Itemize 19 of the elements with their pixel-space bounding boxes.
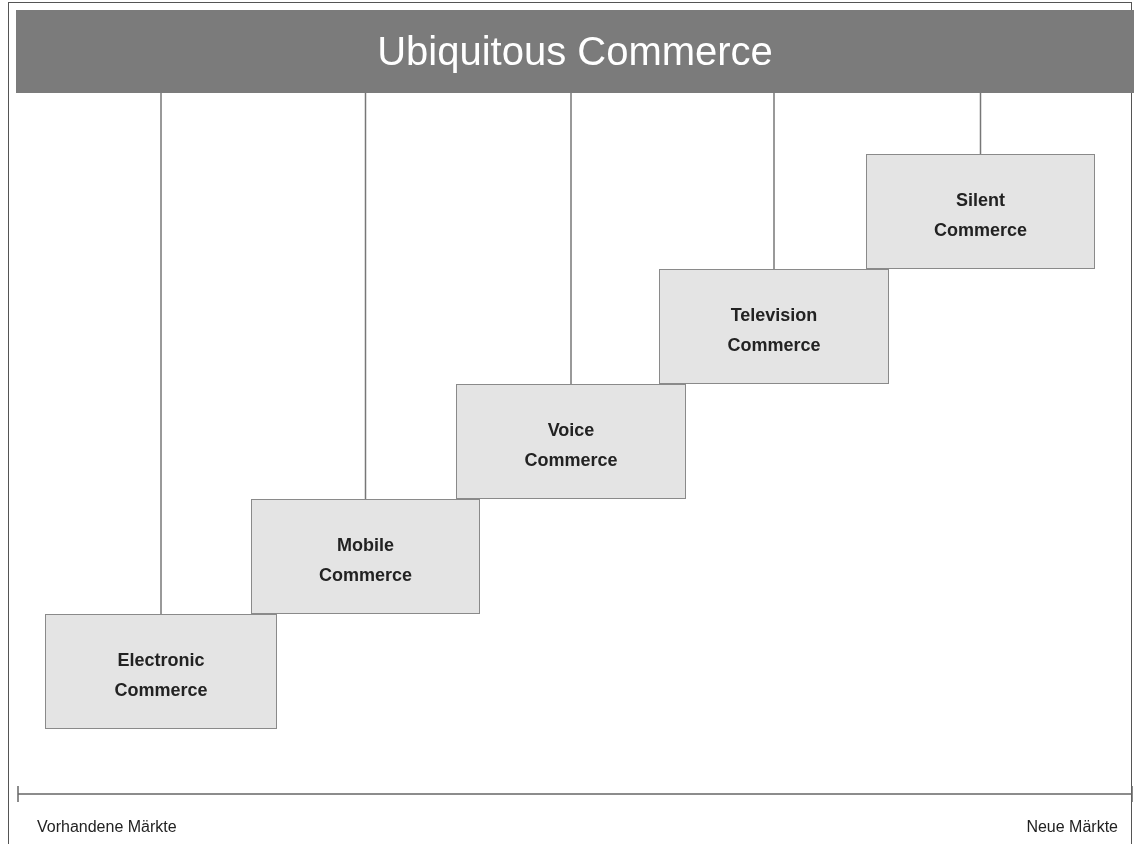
connector-line bbox=[160, 92, 162, 615]
category-box bbox=[251, 499, 480, 614]
category-box bbox=[45, 614, 277, 729]
category-label: Electronic Commerce bbox=[113, 649, 209, 702]
axis-label: Neue Märkte bbox=[1026, 818, 1118, 836]
axis-label: Vorhandene Märkte bbox=[37, 818, 177, 836]
connector-line bbox=[570, 92, 572, 385]
title-bar bbox=[16, 10, 1134, 93]
category-box bbox=[456, 384, 686, 499]
connector-line bbox=[773, 92, 775, 270]
connector-line bbox=[979, 92, 982, 155]
category-box bbox=[866, 154, 1095, 269]
category-label: Voice Commerce bbox=[523, 419, 619, 472]
category-label: Silent Commerce bbox=[932, 189, 1028, 242]
category-box bbox=[659, 269, 889, 384]
category-label: Mobile Commerce bbox=[317, 534, 413, 587]
connector-line bbox=[364, 92, 367, 500]
title-text: Ubiquitous Commerce bbox=[377, 29, 773, 74]
category-label: Television Commerce bbox=[726, 304, 822, 357]
